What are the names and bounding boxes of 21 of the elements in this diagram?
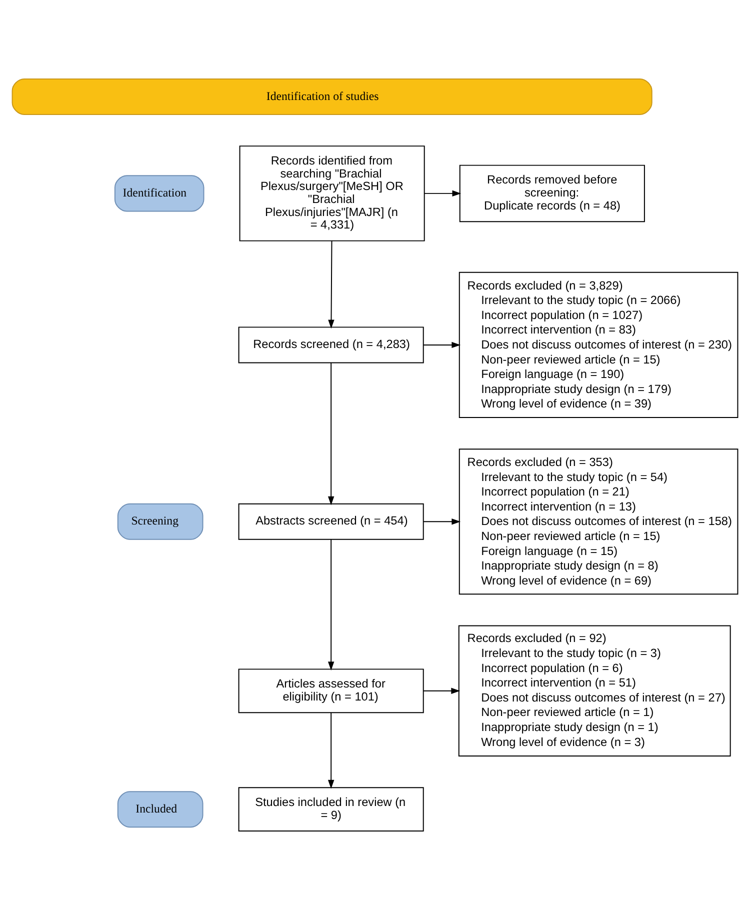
node-box: Included [117, 791, 204, 828]
arrow [328, 362, 334, 506]
node-box: Identification [114, 175, 204, 212]
node-box: Studies included in review (n = 9) [238, 787, 424, 832]
node-box: Records excluded (n = 353) Irrelevant to the study topic (n = 54) Incorrect population (n = 21) Incorrect intervention (n = 13) Does not discuss outcomes of interest (n = 158) Non-peer reviewed article (n = 15) Foreign language (n = 15) Inappropriate study design (n = 8) Wrong level of evidence (n = 69) [458, 448, 738, 595]
arrow [423, 342, 461, 348]
node-box: Records removed before screening: Duplicate records (n = 48) [459, 164, 645, 222]
arrow [424, 190, 462, 197]
arrow [423, 518, 461, 525]
node-box: Abstracts screened (n = 454) [238, 503, 424, 540]
arrow [328, 539, 334, 670]
arrow [328, 240, 334, 329]
node-box: Records excluded (n = 92) Irrelevant to the study topic (n = 3) Incorrect population (n = 6) Incorrect intervention (n = 51) Does not discuss outcomes of interest (n = 27) Non-peer reviewed article (n = 1) Inappropriate study design (n = 1) Wrong level of evidence (n = 3) [458, 625, 731, 757]
node-box: Records excluded (n = 3,829) Irrelevant to the study topic (n = 2066) Incorrect population (n = 1027) Incorrect intervention (n = 83) Does not discuss outcomes of interest (n = 230) Non-peer reviewed article (n = 15) Foreign language (n = 190) Inappropriate study design (n = 179) Wrong level of evidence (n = 39) [458, 272, 738, 418]
node-box: Identification of studies [12, 78, 652, 115]
arrow [422, 688, 460, 694]
node-box: Records screened (n = 4,283) [238, 326, 424, 364]
node-box: Records identified from searching "Brachial Plexus/surgery"[MeSH] OR "Brachial Plexus/injuries"[MAJR] (n = 4,331) [239, 146, 425, 242]
node-box: Screening [117, 503, 204, 540]
node-box: Articles assessed for eligibility (n = 101) [238, 668, 424, 714]
arrow [328, 712, 334, 789]
